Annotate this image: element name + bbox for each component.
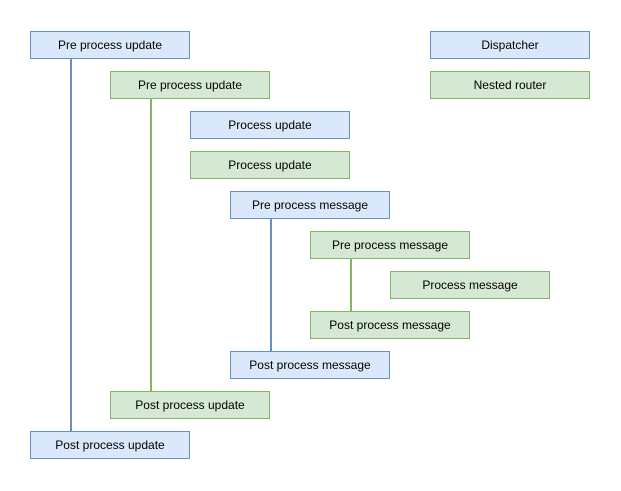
node-pre-process-message-router: Pre process message <box>310 231 470 259</box>
node-post-process-update-dispatcher: Post process update <box>30 431 190 459</box>
node-process-message-router: Process message <box>390 271 550 299</box>
legend-nested-router-router: Nested router <box>430 71 590 99</box>
node-post-process-update-router: Post process update <box>110 391 270 419</box>
node-post-process-message-router: Post process message <box>310 311 470 339</box>
connector-router-pre-process-message <box>350 259 352 311</box>
connector-router-pre-process-update <box>150 99 152 391</box>
connector-dispatcher-pre-process-update <box>70 59 72 431</box>
node-pre-process-message-dispatcher: Pre process message <box>230 191 390 219</box>
node-pre-process-update-dispatcher: Pre process update <box>30 31 190 59</box>
node-process-update-router: Process update <box>190 151 350 179</box>
node-pre-process-update-router: Pre process update <box>110 71 270 99</box>
node-process-update-dispatcher: Process update <box>190 111 350 139</box>
legend-dispatcher-dispatcher: Dispatcher <box>430 31 590 59</box>
node-post-process-message-dispatcher: Post process message <box>230 351 390 379</box>
connector-dispatcher-pre-process-message <box>270 219 272 351</box>
